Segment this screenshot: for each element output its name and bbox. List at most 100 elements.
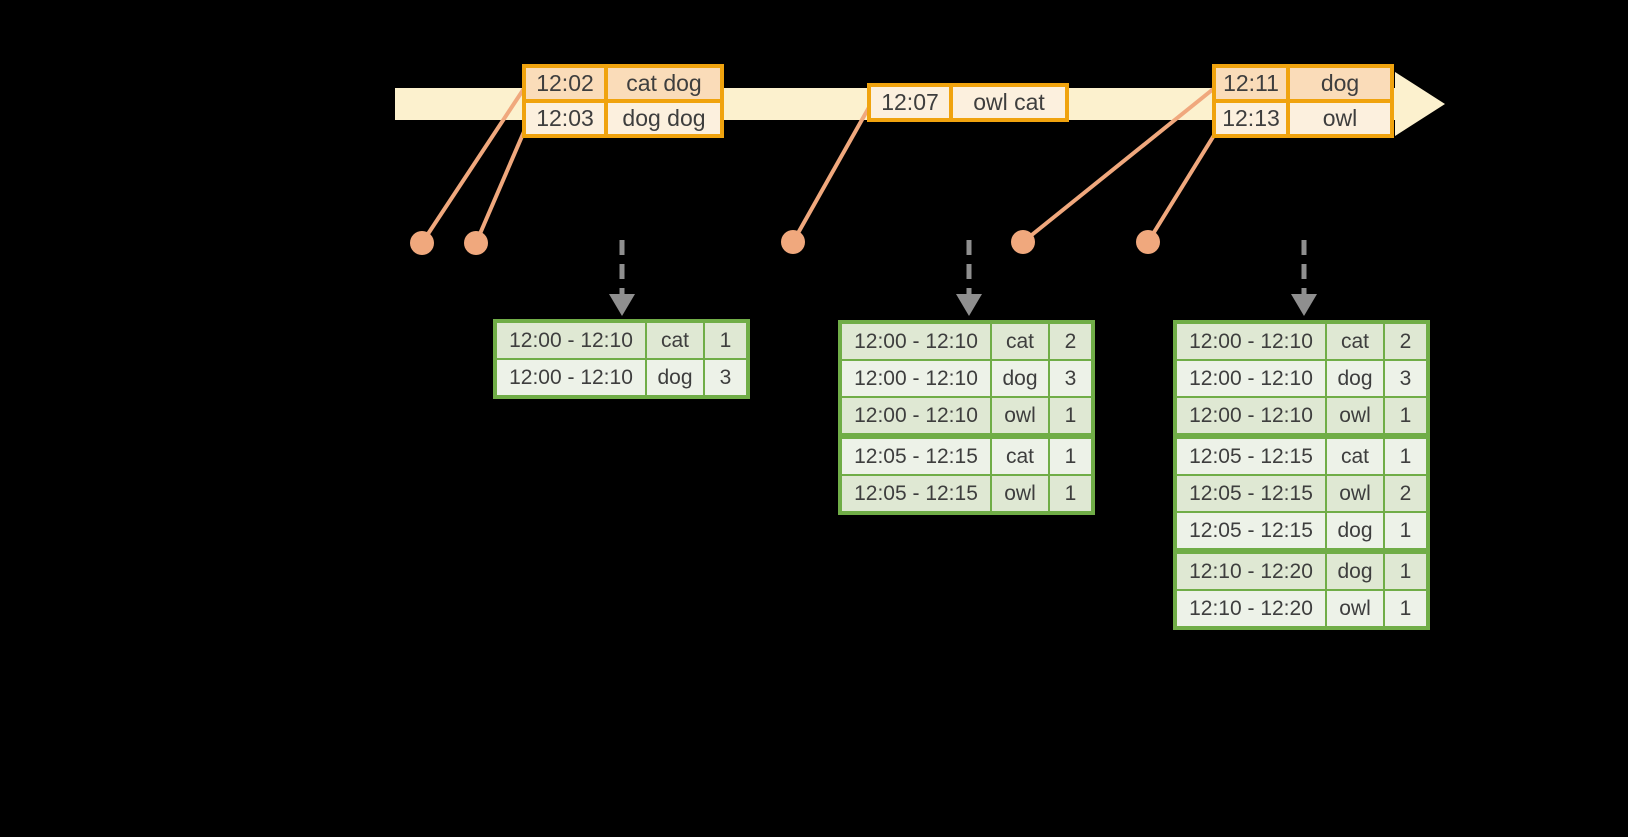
window-cell: 12:10 - 12:20: [1174, 589, 1327, 629]
table-row: 12:03 dog dog: [522, 99, 724, 138]
trigger-arrowhead-icon: [1291, 294, 1317, 316]
table-row: 12:05 - 12:15 cat 1: [839, 433, 1094, 476]
window-cell: 12:10 - 12:20: [1174, 548, 1327, 591]
count-cell: 1: [1048, 433, 1094, 476]
event-connector-line: [791, 101, 874, 243]
table-row: 12:05 - 12:15 owl 1: [839, 474, 1094, 514]
table-row: 12:10 - 12:20 owl 1: [1174, 589, 1429, 629]
count-cell: 1: [1383, 433, 1429, 476]
table-row: 12:00 - 12:10 dog 3: [494, 358, 749, 398]
event-table-2: 12:07 owl cat: [867, 83, 1069, 122]
word-cell: dog: [1325, 359, 1385, 398]
count-cell: 2: [1048, 321, 1094, 361]
trigger-arrowhead-icon: [609, 294, 635, 316]
event-words-cell: cat dog: [604, 64, 724, 103]
word-cell: dog: [1325, 548, 1385, 591]
trigger-arrowhead-icon: [956, 294, 982, 316]
window-cell: 12:05 - 12:15: [839, 433, 992, 476]
table-row: 12:00 - 12:10 owl 1: [839, 396, 1094, 437]
result-table-3: 12:00 - 12:10 cat 2 12:00 - 12:10 dog 3 …: [1173, 320, 1430, 630]
event-dot: [410, 231, 434, 255]
window-cell: 12:05 - 12:15: [839, 474, 992, 514]
trigger-arrow: [609, 240, 635, 316]
count-cell: 3: [1048, 359, 1094, 398]
table-row: 12:02 cat dog: [522, 64, 724, 103]
event-dot: [781, 230, 805, 254]
count-cell: 3: [1383, 359, 1429, 398]
event-words-cell: dog: [1286, 64, 1394, 103]
table-row: 12:00 - 12:10 cat 2: [1174, 321, 1429, 361]
event-dot: [1011, 230, 1035, 254]
event-time-cell: 12:13: [1212, 99, 1290, 138]
event-time-cell: 12:03: [522, 99, 608, 138]
count-cell: 1: [1383, 511, 1429, 552]
event-time-cell: 12:11: [1212, 64, 1290, 103]
table-row: 12:00 - 12:10 cat 1: [494, 320, 749, 360]
table-row: 12:00 - 12:10 owl 1: [1174, 396, 1429, 437]
word-cell: cat: [1325, 321, 1385, 361]
event-time-cell: 12:07: [867, 83, 953, 122]
result-table-1: 12:00 - 12:10 cat 1 12:00 - 12:10 dog 3: [493, 319, 750, 399]
table-row: 12:00 - 12:10 dog 3: [839, 359, 1094, 398]
event-time-cell: 12:02: [522, 64, 608, 103]
word-cell: cat: [645, 320, 705, 360]
event-words-cell: dog dog: [604, 99, 724, 138]
event-connector-lines: [420, 82, 1223, 245]
event-connector-line: [1146, 122, 1223, 244]
window-cell: 12:05 - 12:15: [1174, 474, 1327, 513]
window-cell: 12:00 - 12:10: [839, 359, 992, 398]
table-row: 12:10 - 12:20 dog 1: [1174, 548, 1429, 591]
event-connector-line: [474, 119, 531, 244]
word-cell: owl: [1325, 589, 1385, 629]
window-cell: 12:00 - 12:10: [494, 358, 647, 398]
event-dot: [464, 231, 488, 255]
word-cell: owl: [990, 474, 1050, 514]
word-cell: dog: [990, 359, 1050, 398]
count-cell: 1: [1383, 396, 1429, 437]
event-words-cell: owl cat: [949, 83, 1069, 122]
word-cell: cat: [990, 321, 1050, 361]
word-cell: dog: [1325, 511, 1385, 552]
table-row: 12:11 dog: [1212, 64, 1394, 103]
window-cell: 12:00 - 12:10: [839, 396, 992, 437]
event-table-3: 12:11 dog 12:13 owl: [1212, 64, 1394, 138]
trigger-arrows: [609, 240, 1317, 316]
count-cell: 2: [1383, 474, 1429, 513]
trigger-arrow: [956, 240, 982, 316]
table-row: 12:05 - 12:15 cat 1: [1174, 433, 1429, 476]
count-cell: 2: [1383, 321, 1429, 361]
word-cell: dog: [645, 358, 705, 398]
event-connector-line: [1021, 84, 1219, 244]
event-dots: [410, 230, 1160, 255]
window-cell: 12:00 - 12:10: [1174, 396, 1327, 437]
table-row: 12:00 - 12:10 dog 3: [1174, 359, 1429, 398]
word-cell: owl: [1325, 396, 1385, 437]
count-cell: 1: [1048, 474, 1094, 514]
word-cell: owl: [1325, 474, 1385, 513]
count-cell: 1: [1048, 396, 1094, 437]
event-connector-line: [420, 82, 529, 245]
timeline-arrowhead-icon: [1395, 72, 1445, 136]
word-cell: cat: [1325, 433, 1385, 476]
count-cell: 1: [1383, 548, 1429, 591]
event-words-cell: owl: [1286, 99, 1394, 138]
word-cell: cat: [990, 433, 1050, 476]
table-row: 12:07 owl cat: [867, 83, 1069, 122]
table-row: 12:13 owl: [1212, 99, 1394, 138]
window-cell: 12:00 - 12:10: [1174, 321, 1327, 361]
window-cell: 12:00 - 12:10: [839, 321, 992, 361]
count-cell: 1: [1383, 589, 1429, 629]
count-cell: 1: [703, 320, 749, 360]
window-cell: 12:05 - 12:15: [1174, 433, 1327, 476]
table-row: 12:05 - 12:15 dog 1: [1174, 511, 1429, 552]
trigger-arrow: [1291, 240, 1317, 316]
event-table-1: 12:02 cat dog 12:03 dog dog: [522, 64, 724, 138]
window-cell: 12:00 - 12:10: [494, 320, 647, 360]
window-cell: 12:00 - 12:10: [1174, 359, 1327, 398]
word-cell: owl: [990, 396, 1050, 437]
count-cell: 3: [703, 358, 749, 398]
table-row: 12:05 - 12:15 owl 2: [1174, 474, 1429, 513]
event-dot: [1136, 230, 1160, 254]
